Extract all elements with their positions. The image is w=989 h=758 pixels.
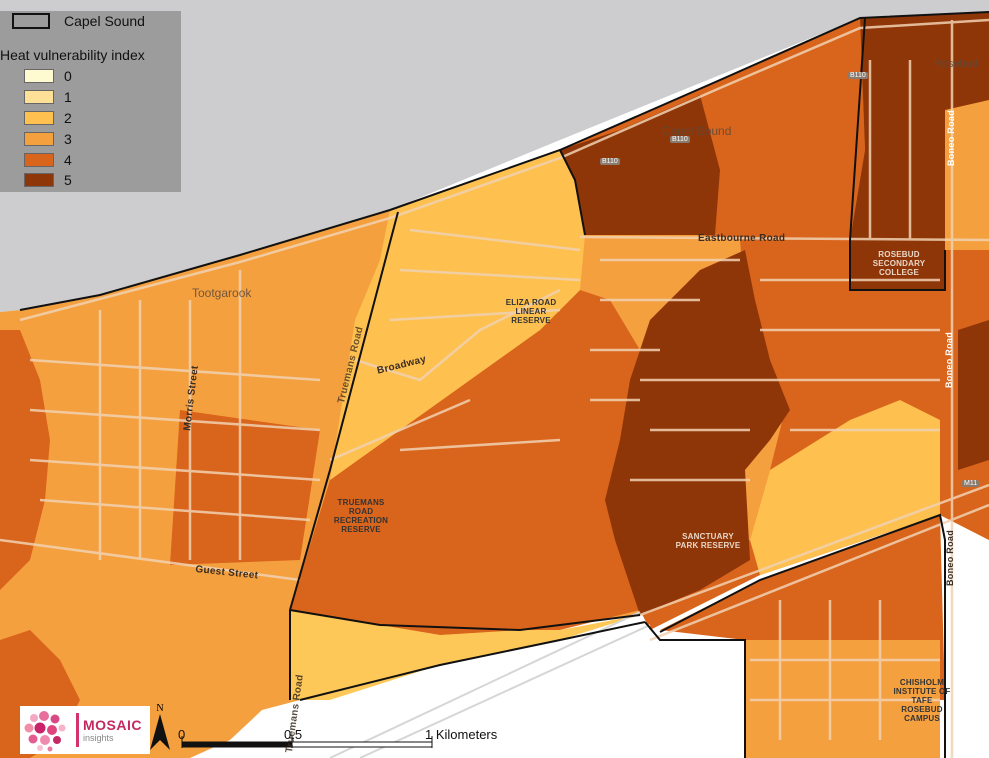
region-unclassified-south	[300, 630, 745, 758]
shield-b110-2: B110	[670, 136, 690, 143]
feature-sanctuary-park-reserve: SANCTUARY PARK RESERVE	[675, 532, 741, 550]
feature-rosebud-secondary-college: ROSEBUD SECONDARY COLLEGE	[872, 250, 926, 277]
logo-divider	[76, 713, 79, 747]
region-hvi-1-south	[290, 610, 640, 700]
freeway	[329, 611, 651, 758]
legend-swatch-0	[24, 69, 54, 83]
legend-class-1: 1	[24, 88, 72, 106]
legend-class-3: 3	[24, 130, 72, 148]
shield-b110-3: B110	[848, 72, 868, 79]
legend-swatch-2	[24, 111, 54, 125]
legend-swatch-5	[24, 173, 54, 187]
legend-boundary-row: Capel Sound	[12, 13, 145, 29]
water-bay	[0, 0, 989, 312]
logo-brand: MOSAIC	[83, 717, 142, 733]
legend-class-label-0: 0	[64, 68, 72, 84]
legend-swatch-3	[24, 132, 54, 146]
shield-m11: M11	[962, 480, 980, 487]
road-label-eastbourne: Eastbourne Road	[698, 233, 786, 244]
region-hvi-4-central	[290, 290, 650, 635]
legend-swatch-1	[24, 90, 54, 104]
suburb-boundary	[19, 11, 989, 758]
feature-chisholm-institute: CHISHOLM INSTITUTE OF TAFE ROSEBUD CAMPU…	[893, 678, 951, 723]
region-hvi-4-morris	[170, 410, 320, 565]
legend-class-label-2: 2	[64, 110, 72, 126]
region-hvi-2-se	[750, 400, 940, 575]
mosaic-logo: MOSAIC insights	[20, 706, 150, 754]
road-label-boneo-lower: Boneo Road	[945, 530, 955, 586]
scale-bar[interactable]	[181, 736, 433, 748]
legend-class-label-3: 3	[64, 131, 72, 147]
region-hvi-5-east-strip	[958, 320, 989, 470]
scale-label-zero: 0	[178, 727, 186, 742]
legend-swatch-4	[24, 153, 54, 167]
mosaic-dots-icon	[24, 711, 66, 752]
legend-class-label-1: 1	[64, 89, 72, 105]
road-label-boneo-mid: Boneo Road	[944, 332, 954, 388]
place-rosebud: Rosebud	[934, 58, 979, 70]
shield-b110-1: B110	[600, 158, 620, 165]
region-hvi-4-west	[0, 330, 50, 590]
place-capel-sound: Capel Sound	[662, 124, 732, 138]
map-legend: Capel Sound Heat vulnerability index 0 1…	[0, 11, 181, 192]
north-letter: N	[156, 703, 163, 714]
legend-class-2: 2	[24, 109, 72, 127]
region-hvi-5-north	[560, 95, 720, 235]
legend-class-label-5: 5	[64, 172, 72, 188]
road-network	[0, 18, 989, 758]
legend-class-label-4: 4	[64, 152, 72, 168]
boundary-swatch	[12, 13, 50, 29]
place-tootgarook: Tootgarook	[192, 286, 252, 300]
road-label-boneo-bottom: Boneo Road	[958, 683, 967, 734]
region-hvi-5-sanctuary	[605, 250, 790, 615]
legend-boundary-label: Capel Sound	[64, 13, 145, 29]
legend-class-4: 4	[24, 151, 72, 169]
road-label-boneo-upper: Boneo Road	[946, 110, 956, 166]
region-unclassified-se	[945, 540, 989, 758]
scale-label-one: 1 Kilometers	[425, 727, 498, 742]
logo-tagline: insights	[83, 733, 114, 743]
scale-label-half: 0.5	[284, 727, 303, 742]
region-hvi-5-rosebud	[850, 12, 989, 290]
legend-title: Heat vulnerability index	[0, 47, 145, 63]
legend-class-0: 0	[24, 67, 72, 85]
feature-eliza-road-linear-reserve: ELIZA ROAD LINEAR RESERVE	[505, 298, 557, 325]
feature-truemans-road-recreation-reserve: TRUEMANS ROAD RECREATION RESERVE	[333, 498, 389, 534]
logo-text: MOSAIC insights	[83, 717, 142, 743]
north-arrow-icon: N	[150, 703, 170, 750]
legend-class-5: 5	[24, 171, 72, 189]
